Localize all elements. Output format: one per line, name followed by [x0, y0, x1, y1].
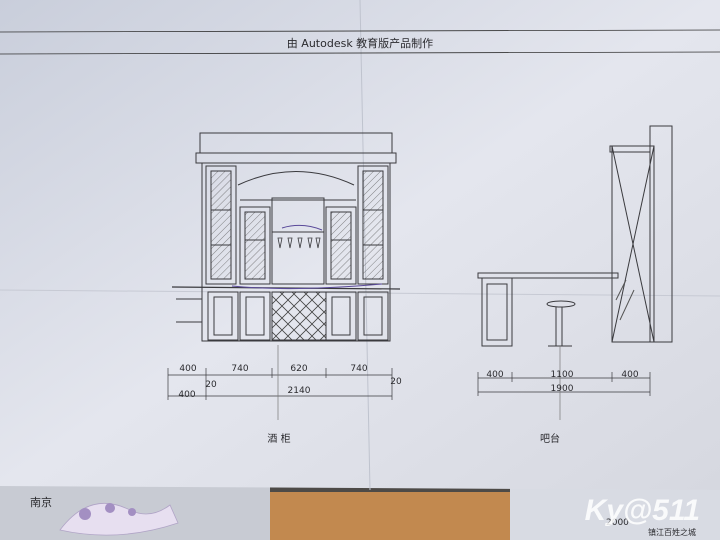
bar-counter-dimensions: 400 1100 400 1900 吧台 [477, 346, 651, 445]
bar-counter-drawing [477, 125, 673, 347]
header-box: 由 Autodesk 教育版产品制作 [0, 29, 720, 55]
paper-sheet [0, 0, 720, 490]
wine-cabinet-drawing [171, 132, 401, 342]
dim-2140: 2140 [288, 386, 311, 396]
dim-620: 620 [290, 364, 307, 374]
watermark-sub: 镇江百姓之城 [648, 527, 696, 537]
paper-crease [0, 289, 720, 297]
bar-counter-caption: 吧台 [540, 432, 560, 445]
desk-label: 南京 [30, 495, 52, 509]
dim-20-left: 20 [205, 380, 217, 390]
dim-400-top: 400 [179, 364, 196, 374]
floral-pattern [79, 503, 136, 520]
watermark-brand: Ky@511 [585, 494, 700, 527]
dim-bar-1100: 1100 [551, 370, 574, 380]
dim-bar-400-right: 400 [621, 370, 638, 380]
header-text: 由 Autodesk 教育版产品制作 [287, 36, 433, 50]
dim-bar-1900: 1900 [551, 384, 574, 394]
watermark-logo: Ky@511 镇江百姓之城 [585, 494, 700, 537]
dim-400-bottom: 400 [178, 390, 195, 400]
dim-740-left: 740 [231, 364, 248, 374]
paper-corner [510, 488, 720, 540]
dim-bar-400-left: 400 [486, 370, 503, 380]
dim-20-right: 20 [390, 377, 402, 387]
dim-740-right: 740 [350, 364, 367, 374]
wooden-table [265, 492, 515, 540]
wine-cabinet-caption: 酒 柜 [267, 432, 290, 445]
note-label: 2000 [606, 518, 629, 528]
wine-cabinet-dimensions: 400 740 620 740 20 20 400 2140 酒 柜 [167, 345, 402, 445]
